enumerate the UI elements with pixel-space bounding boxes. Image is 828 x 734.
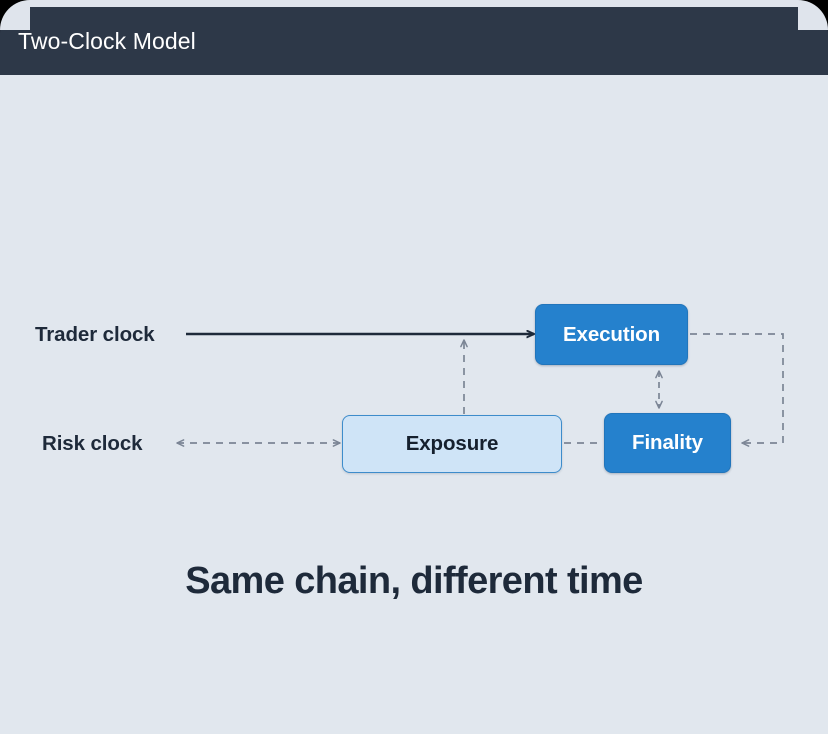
screen-corner-top-left (0, 0, 30, 30)
diagram-canvas: Trader clock Risk clock Execution Exposu… (0, 75, 828, 734)
screen-corner-top-right-inner (798, 0, 828, 30)
node-execution[interactable]: Execution (535, 304, 688, 365)
label-risk-clock: Risk clock (42, 432, 143, 455)
connector-layer (176, 75, 784, 447)
screen-corner-top-right (798, 0, 828, 30)
screen-corner-top-left-inner (0, 0, 30, 30)
page-title: Two-Clock Model (18, 27, 196, 54)
label-trader-clock: Trader clock (35, 323, 155, 346)
node-finality[interactable]: Finality (604, 413, 731, 473)
node-exposure[interactable]: Exposure (342, 415, 562, 473)
slide-header-bar: Two-Clock Model (0, 7, 828, 75)
slide-caption: Same chain, different time (185, 560, 643, 602)
